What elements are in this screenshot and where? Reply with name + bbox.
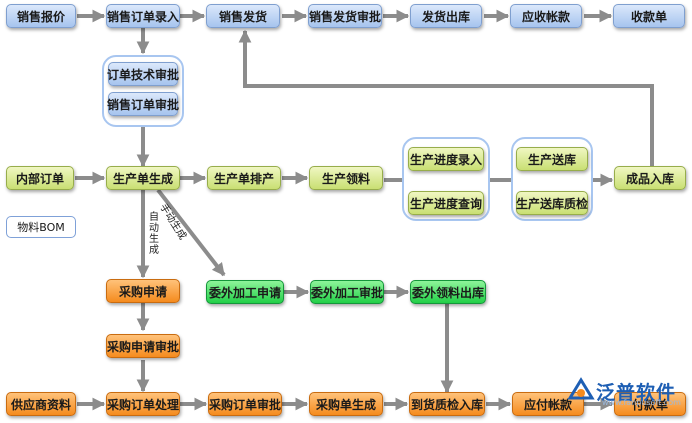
node-production-schedule[interactable]: 生产单排产 xyxy=(207,166,281,190)
node-arrival-qc-in[interactable]: 到货质检入库 xyxy=(409,392,485,416)
logo-name: 泛普软件 xyxy=(596,381,677,404)
node-production-material[interactable]: 生产领料 xyxy=(309,166,383,190)
node-production-qc[interactable]: 生产送库质检 xyxy=(516,191,588,215)
node-outsource-approval[interactable]: 委外加工审批 xyxy=(310,280,384,304)
logo-url: www.fanpusoft.com xyxy=(602,398,681,407)
node-sales-delivery-approval[interactable]: 销售发货审批 xyxy=(308,4,382,28)
brand-logo: 泛普软件 www.fanpusoft.com xyxy=(566,376,681,407)
node-sales-order-approval[interactable]: 销售订单审批 xyxy=(107,92,179,116)
node-outsource-request[interactable]: 委外加工申请 xyxy=(206,280,284,304)
node-progress-entry[interactable]: 生产进度录入 xyxy=(408,147,484,171)
node-purchase-order-approval[interactable]: 采购订单审批 xyxy=(208,392,282,416)
node-sales-order-entry[interactable]: 销售订单录入 xyxy=(106,4,180,28)
node-receipt[interactable]: 收款单 xyxy=(613,4,685,28)
node-purchase-request[interactable]: 采购申请 xyxy=(106,279,180,303)
node-sales-quote[interactable]: 销售报价 xyxy=(6,4,76,28)
edge-production-to-outsource xyxy=(156,188,226,277)
node-sales-delivery[interactable]: 销售发货 xyxy=(206,4,280,28)
edge-finished-to-delivery xyxy=(238,29,654,166)
node-order-tech-approval[interactable]: 订单技术审批 xyxy=(107,62,179,86)
node-purchase-order-process[interactable]: 采购订单处理 xyxy=(106,392,180,416)
node-bom[interactable]: 物料BOM xyxy=(6,216,76,238)
node-ship-out[interactable]: 发货出库 xyxy=(410,4,482,28)
node-payment[interactable]: 付款单 xyxy=(614,392,686,416)
node-purchase-order-gen[interactable]: 采购单生成 xyxy=(309,392,383,416)
node-supplier-info[interactable]: 供应商资料 xyxy=(6,392,76,416)
node-internal-order[interactable]: 内部订单 xyxy=(6,166,74,190)
node-outsource-material-out[interactable]: 委外领料出库 xyxy=(410,280,486,304)
node-finished-goods[interactable]: 成品入库 xyxy=(614,166,686,190)
node-production-order[interactable]: 生产单生成 xyxy=(106,166,180,190)
node-production-delivery[interactable]: 生产送库 xyxy=(516,147,588,171)
logo-icon xyxy=(567,377,595,400)
label-auto-generate: 自动生成 xyxy=(149,212,159,256)
node-receivables[interactable]: 应收帐款 xyxy=(510,4,582,28)
node-progress-query[interactable]: 生产进度查询 xyxy=(408,191,484,215)
node-purchase-request-approval[interactable]: 采购申请审批 xyxy=(106,334,180,358)
